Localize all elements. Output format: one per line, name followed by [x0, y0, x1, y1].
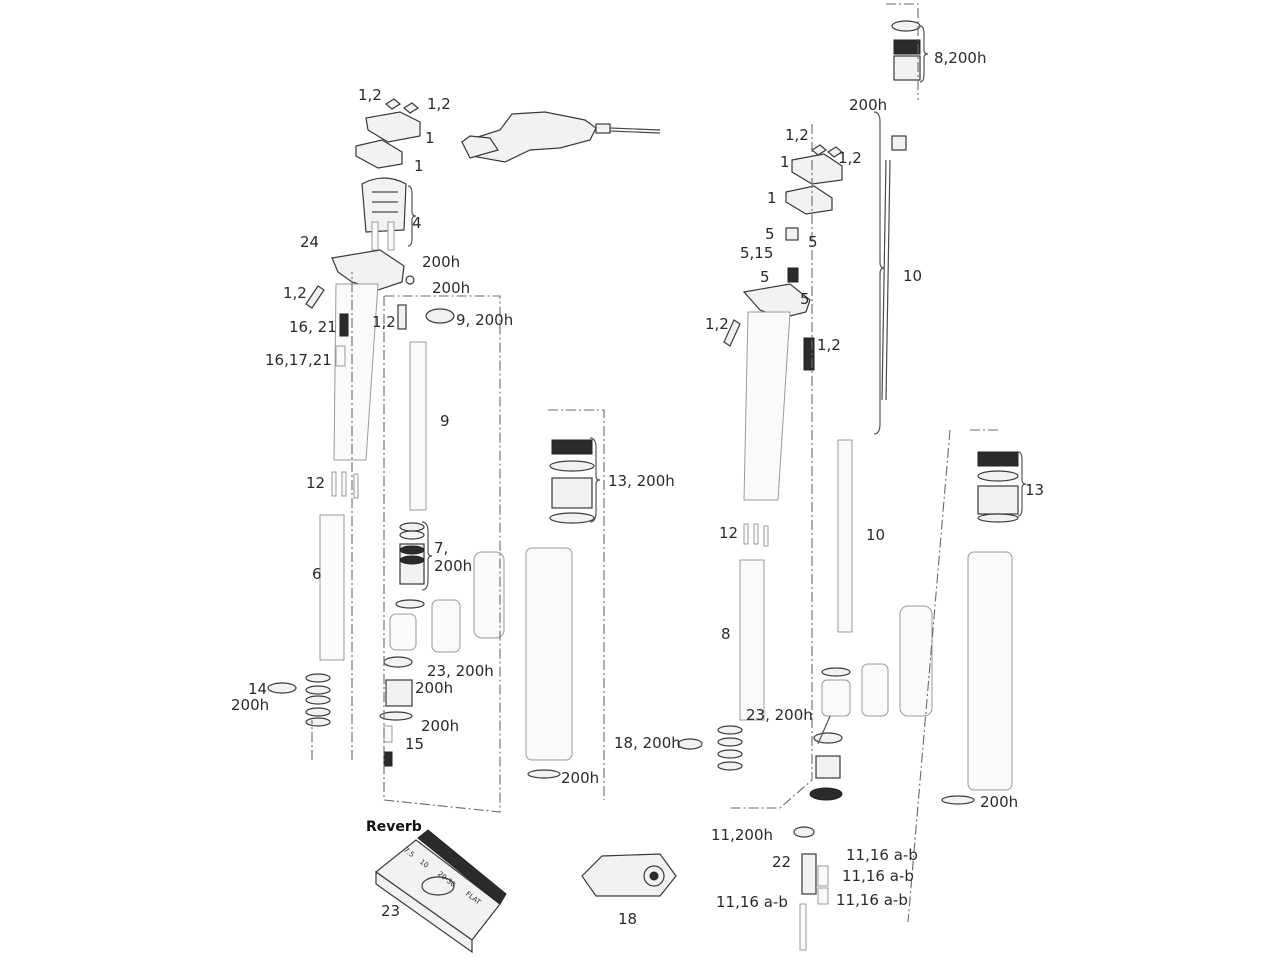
label: 200h	[849, 96, 888, 114]
label: 12	[306, 474, 326, 492]
right-lower-rings	[717, 725, 743, 771]
tool-18-label: 18	[618, 910, 638, 928]
label: 4	[412, 214, 422, 232]
label: 1,2	[785, 126, 809, 144]
right-rod-10	[837, 439, 853, 633]
left-lower-clamp	[355, 139, 403, 169]
label: 1,2	[817, 336, 841, 354]
label: 11,16 a-b	[846, 846, 918, 864]
label: 1,2	[358, 86, 382, 104]
label: 13, 200h	[608, 472, 675, 490]
right-post-tube	[743, 311, 791, 501]
label: 1,2	[838, 149, 862, 167]
label: 1,2	[427, 95, 451, 113]
label: 200h	[980, 793, 1019, 811]
label: 11,16 a-b	[836, 891, 908, 909]
label: 1,2	[283, 284, 307, 302]
label: 1	[780, 153, 790, 171]
label: 14	[248, 680, 268, 698]
left-piston-stack	[395, 522, 425, 609]
label: 5	[800, 290, 810, 308]
label: 11,16 a-b	[842, 867, 914, 885]
label: 200h	[415, 679, 454, 697]
label: 200h	[434, 557, 473, 575]
right-tube-8	[739, 559, 765, 721]
label: 8	[721, 625, 731, 643]
tool-23-label: 23	[381, 902, 401, 920]
label: 1	[414, 157, 424, 175]
label: 24	[300, 233, 320, 251]
label: 8,200h	[934, 49, 987, 67]
label: 1,2	[372, 313, 396, 331]
left-tube-6	[319, 514, 345, 661]
label: 11,200h	[711, 826, 773, 844]
label: 16,17,21	[265, 351, 332, 369]
remote-lever	[461, 111, 661, 163]
label: 5	[760, 268, 770, 286]
label: 1	[425, 129, 435, 147]
label: 5	[808, 233, 818, 251]
tool-18	[581, 853, 677, 897]
label: 200h	[231, 696, 270, 714]
label: 22	[772, 853, 792, 871]
label: 200h	[421, 717, 460, 735]
left-outer-tube	[525, 547, 573, 761]
label: 10	[866, 526, 886, 544]
left-shaft-9	[409, 341, 427, 511]
left-lower-rings	[305, 673, 331, 727]
label: 9	[440, 412, 450, 430]
left-upper-clamp	[365, 111, 421, 143]
label: 5,15	[740, 244, 774, 262]
right-post-head	[742, 283, 811, 319]
label: 1	[767, 189, 777, 207]
label: 200h	[432, 279, 471, 297]
label: 16, 21	[289, 318, 337, 336]
right-13-stack	[977, 451, 1019, 523]
label: 5	[765, 225, 775, 243]
label: 23, 200h	[746, 706, 813, 724]
label: 200h	[561, 769, 600, 787]
right-top-cap-stack	[891, 20, 921, 81]
label: 15	[405, 735, 425, 753]
label: 7,	[434, 539, 449, 557]
left-post-tube	[333, 283, 379, 461]
label: 23, 200h	[427, 662, 494, 680]
left-clamp-cradle	[361, 177, 407, 233]
left-top-cap-stack	[549, 439, 595, 524]
right-outer-tube	[967, 551, 1013, 791]
tool-brand-label: Reverb	[366, 819, 422, 835]
label: 13	[1025, 481, 1045, 499]
label: 10	[903, 267, 923, 285]
label: 1,2	[705, 315, 729, 333]
label: 12	[719, 524, 739, 542]
left-post-head	[331, 249, 405, 291]
label: 11,16 a-b	[716, 893, 788, 911]
left-clamp-bolts	[384, 98, 420, 114]
label: 6	[312, 565, 322, 583]
label: 9, 200h	[456, 311, 514, 329]
reverb-tool	[375, 829, 507, 954]
label: 18, 200h	[614, 734, 681, 752]
label: 200h	[422, 253, 461, 271]
